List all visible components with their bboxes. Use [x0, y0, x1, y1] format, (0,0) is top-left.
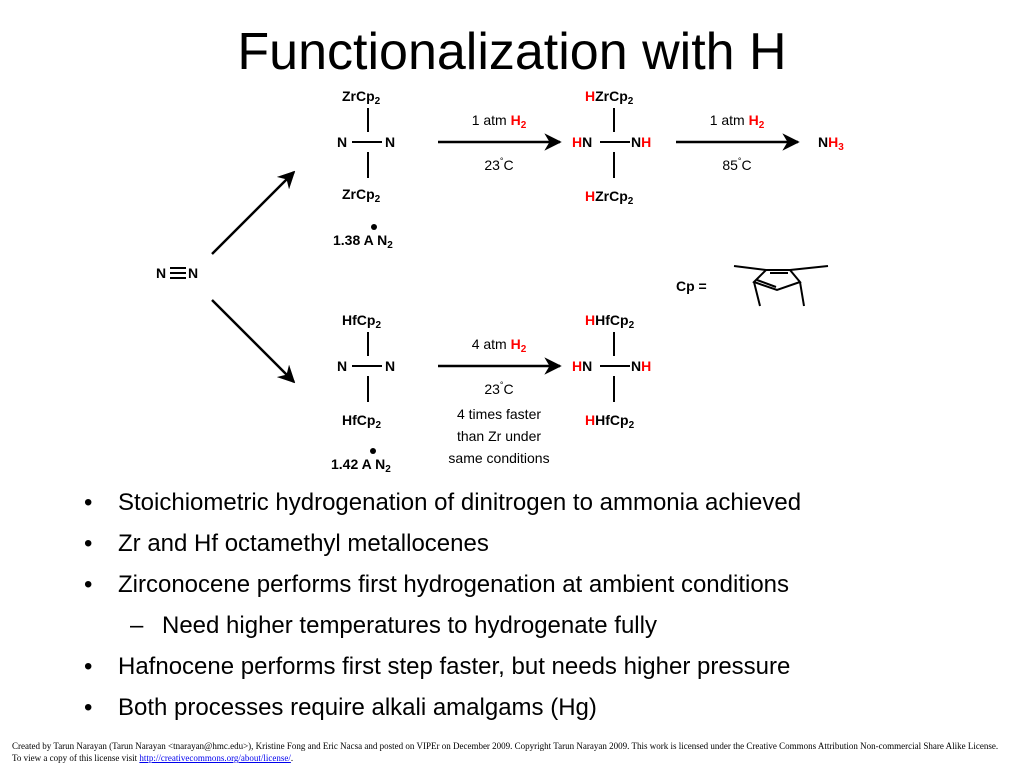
branch-arrow-down — [211, 299, 296, 384]
slide-title: Functionalization with H — [237, 23, 787, 81]
zr-complex-top: ZrCp2 — [342, 88, 381, 107]
sub-bullet-item: Need higher temperatures to hydrogenate … — [80, 605, 980, 646]
reaction-scheme: N N ZrCp2 N N ZrCp2 1.38 A N2 1 atm H2 2… — [156, 88, 844, 475]
license-link[interactable]: http://creativecommons.org/about/license… — [139, 753, 291, 763]
hf-product-bottom: HHfCp2 — [585, 412, 635, 431]
zr-arrow1-reagent: 1 atm H2 — [471, 112, 527, 131]
hf-product-n-left: HN — [572, 358, 593, 374]
hf-complex-bottom: HfCp2 — [342, 412, 381, 431]
zr-product-n-right: NH — [631, 134, 652, 150]
zr-arrow1-temperature: 23°C — [484, 156, 514, 174]
zr-product-bottom: HZrCp2 — [585, 188, 634, 207]
bullet-item: Both processes require alkali amalgams (… — [80, 687, 980, 728]
footer-end: . — [290, 753, 294, 763]
hf-arrow-note: 4 times faster than Zr under same condit… — [422, 403, 576, 469]
hf-complex-bonds — [352, 332, 382, 402]
hf-product-n-right: NH — [631, 358, 652, 374]
footer-text: Created by Tarun Narayan (Tarun Narayan … — [12, 741, 999, 763]
bullet-item: Zirconocene performs first hydrogenation… — [80, 564, 980, 605]
bullet-item: Zr and Hf octamethyl metallocenes — [80, 523, 980, 564]
zr-product-top: HZrCp2 — [585, 88, 634, 107]
license-footer: Created by Tarun Narayan (Tarun Narayan … — [12, 740, 1002, 764]
ammonia-product: NH3 — [818, 134, 844, 153]
zr-arrow2-temperature: 85°C — [722, 156, 752, 174]
hf-product-top: HHfCp2 — [585, 312, 635, 331]
hf-complex-top: HfCp2 — [342, 312, 381, 331]
zr-complex-n-left: N — [337, 134, 348, 150]
hf-complex-n-left: N — [337, 358, 348, 374]
hf-complex-n-right: N — [385, 358, 396, 374]
branch-arrow-up — [211, 170, 296, 255]
hf-note-line-3: same conditions — [448, 450, 550, 466]
hf-arrow-reagent: 4 atm H2 — [471, 336, 527, 355]
zr-product-n-left: HN — [572, 134, 593, 150]
bullet-item: Stoichiometric hydrogenation of dinitrog… — [80, 482, 980, 523]
angstrom-ring-zr — [371, 224, 377, 230]
zr-complex-bonds — [352, 108, 382, 178]
cp-ring-structure — [733, 265, 829, 307]
hf-note-line-1: 4 times faster — [456, 406, 542, 422]
zr-bond-length: 1.38 A N2 — [333, 232, 393, 251]
triple-bond — [170, 267, 186, 279]
scheme-lines — [170, 108, 829, 454]
hf-product-bonds — [600, 332, 630, 402]
zr-product-bonds — [600, 108, 630, 178]
angstrom-ring-hf — [370, 448, 376, 454]
hf-bond-length: 1.42 A N2 — [331, 456, 391, 475]
bullet-list: Stoichiometric hydrogenation of dinitrog… — [80, 482, 980, 728]
bullet-item: Hafnocene performs first step faster, bu… — [80, 646, 980, 687]
hf-note-line-2: than Zr under — [456, 428, 542, 444]
zr-complex-bottom: ZrCp2 — [342, 186, 381, 205]
hf-arrow-temperature: 23°C — [484, 380, 514, 398]
zr-complex-n-right: N — [385, 134, 396, 150]
cp-label: Cp = — [676, 278, 707, 294]
dinitrogen-n-left: N — [156, 265, 167, 281]
dinitrogen-n-right: N — [188, 265, 199, 281]
zr-arrow2-reagent: 1 atm H2 — [709, 112, 765, 131]
